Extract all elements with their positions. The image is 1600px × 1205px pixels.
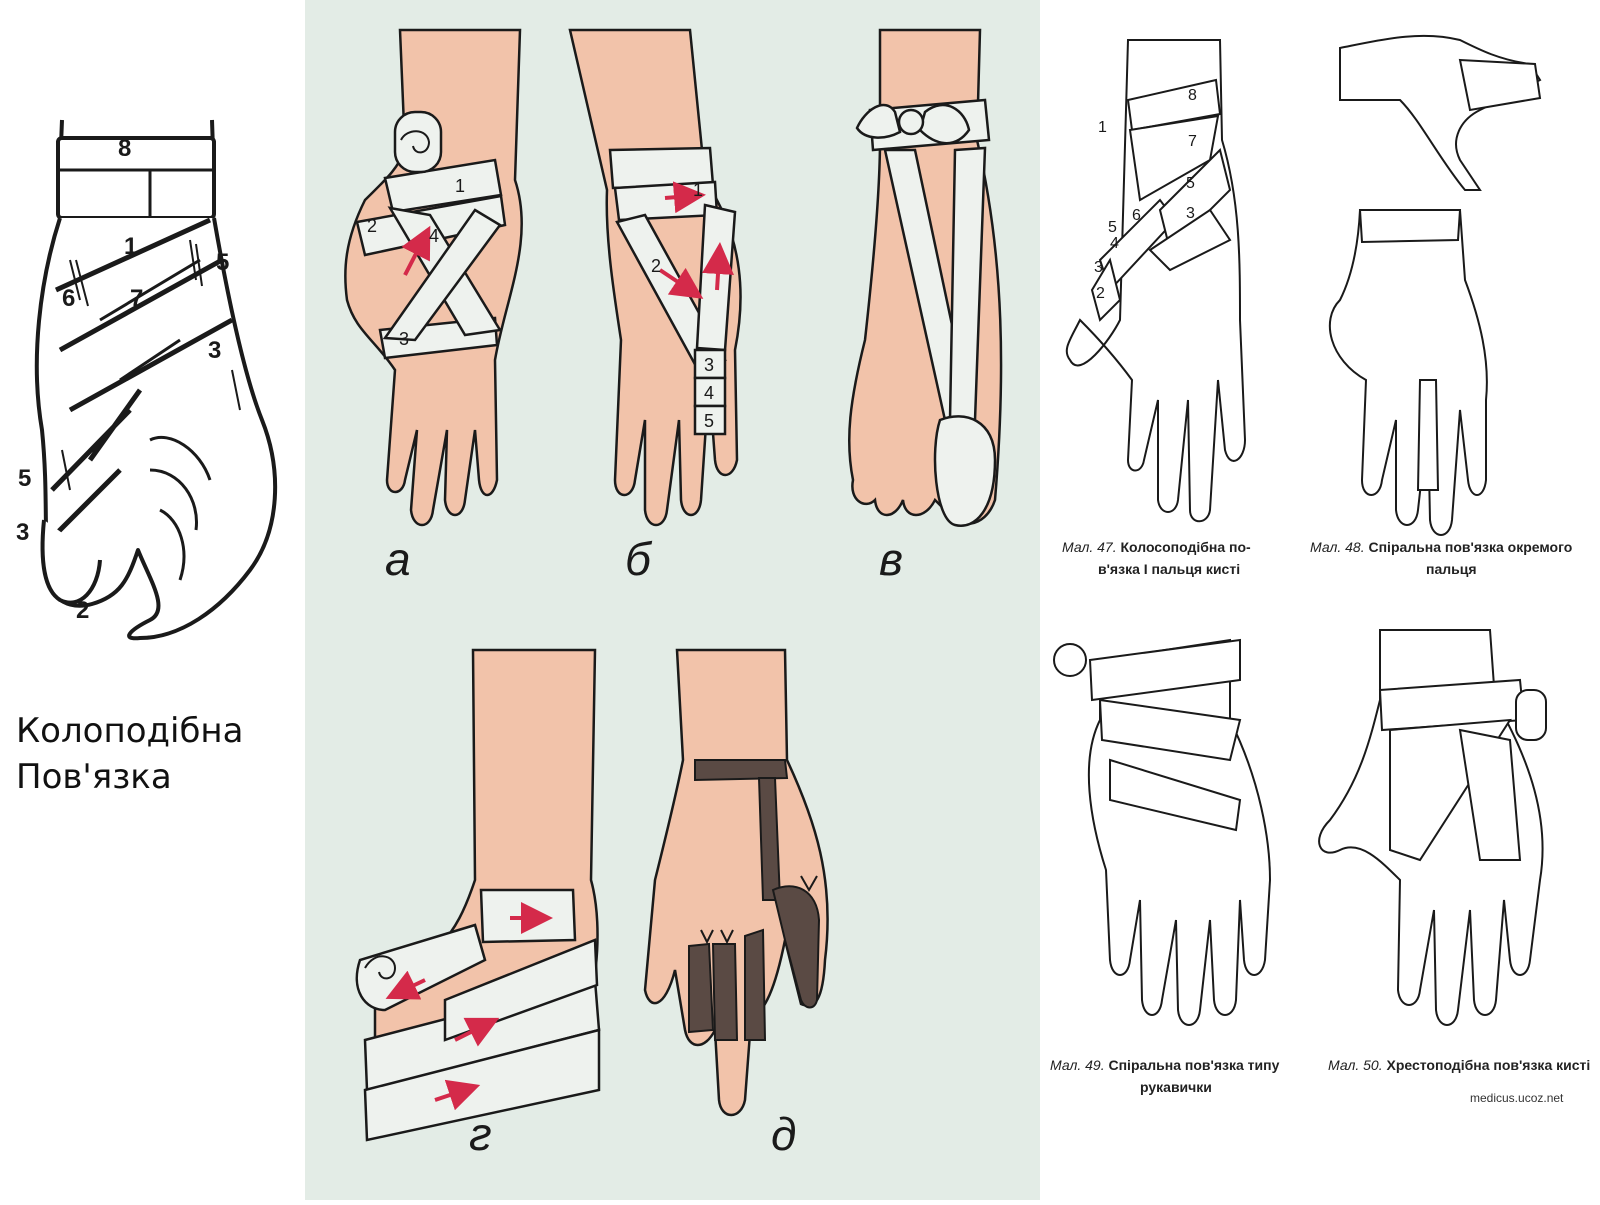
label-g: г [469, 1108, 492, 1160]
label-d: д [771, 1108, 796, 1160]
fig48-drawing [1328, 34, 1542, 536]
right-panel: 8 1 7 5 3 6 4 5 3 2 Мал. 47. Колосоподіб… [1040, 0, 1600, 1200]
fig47-number: 5 [1186, 175, 1195, 192]
fig47-number: 4 [1110, 235, 1119, 252]
left-figure: 8 1 5 6 7 3 5 3 2 [0, 110, 300, 650]
spica-bandage-drawing: 8 1 5 6 7 3 5 3 2 [16, 119, 278, 641]
diagram-b: 1 2 3 4 5 [568, 28, 742, 527]
svg-text:Мал. 48. Спіральна пов'язка ок: Мал. 48. Спіральна пов'язка окремого [1310, 539, 1572, 555]
fig47-number: 2 [1096, 285, 1105, 302]
fig49-prefix: Мал. 49. [1050, 1057, 1105, 1073]
fig50-drawing [1318, 629, 1547, 1026]
left-caption-line1: Колоподібна [16, 711, 244, 751]
right-diagrams: 8 1 7 5 3 6 4 5 3 2 Мал. 47. Колосоподіб… [1050, 34, 1590, 1105]
diagram-b-number: 3 [704, 355, 714, 375]
fig49-line1: Спіральна пов'язка типу [1108, 1057, 1279, 1073]
fig47-number: 3 [1186, 205, 1195, 222]
left-number: 7 [130, 285, 143, 312]
fig47-drawing [1065, 39, 1247, 523]
diagram-b-number: 1 [693, 180, 703, 200]
fig47-number: 6 [1132, 207, 1141, 224]
fig48-line2: пальця [1426, 561, 1477, 577]
diagram-a-number: 3 [399, 329, 409, 349]
center-diagrams: 1 2 4 3 1 2 3 [344, 28, 1003, 1160]
fig47-line2: в'язка І пальця кисті [1098, 561, 1240, 577]
fig49-drawing [1053, 638, 1272, 1026]
svg-text:Мал. 47. Колосоподібна по-: Мал. 47. Колосоподібна по- [1062, 539, 1251, 555]
left-number: 3 [208, 337, 221, 364]
fig50-line1: Хрестоподібна пов'язка кисті [1386, 1057, 1590, 1073]
left-number: 5 [216, 249, 229, 276]
left-number: 2 [76, 597, 89, 624]
label-v: в [879, 533, 903, 585]
diagram-b-number: 4 [704, 383, 714, 403]
fig48-line1: Спіральна пов'язка окремого [1368, 539, 1572, 555]
fig47-number: 3 [1094, 259, 1103, 276]
fig49-line2: рукавички [1140, 1079, 1212, 1095]
fig48-prefix: Мал. 48. [1310, 539, 1365, 555]
fig47-number: 5 [1108, 219, 1117, 236]
left-number: 3 [16, 519, 29, 546]
diagram-g [355, 648, 601, 1142]
svg-text:Мал. 49. Спіральна пов'язка ти: Мал. 49. Спіральна пов'язка типу [1050, 1057, 1280, 1073]
left-number: 6 [62, 285, 75, 312]
diagram-b-number: 5 [704, 411, 714, 431]
diagram-a-number: 4 [429, 226, 439, 246]
fig47-number: 1 [1098, 119, 1107, 136]
diagram-a: 1 2 4 3 [344, 28, 523, 527]
diagram-v [847, 28, 1003, 527]
label-b: б [625, 533, 653, 585]
center-panel: 1 2 4 3 1 2 3 [305, 0, 1040, 1200]
diagram-a-number: 2 [367, 216, 377, 236]
label-a: а [385, 533, 411, 585]
left-caption-line2: Пов'язка [16, 757, 172, 797]
diagram-a-number: 1 [455, 176, 465, 196]
left-number: 5 [18, 465, 31, 492]
diagram-b-number: 2 [651, 256, 661, 276]
left-caption: Колоподібна Пов'язка [16, 708, 244, 800]
left-number: 8 [118, 135, 131, 162]
fig47-number: 7 [1188, 133, 1197, 150]
fig50-prefix: Мал. 50. [1328, 1057, 1383, 1073]
fig47-number: 8 [1188, 87, 1197, 104]
watermark: medicus.ucoz.net [1470, 1091, 1564, 1105]
svg-text:Мал. 50. Хрестоподібна пов'язк: Мал. 50. Хрестоподібна пов'язка кисті [1328, 1057, 1590, 1073]
fig47-prefix: Мал. 47. [1062, 539, 1117, 555]
fig47-line1: Колосоподібна по- [1120, 539, 1251, 555]
diagram-d [643, 648, 829, 1117]
left-number: 1 [124, 233, 137, 260]
